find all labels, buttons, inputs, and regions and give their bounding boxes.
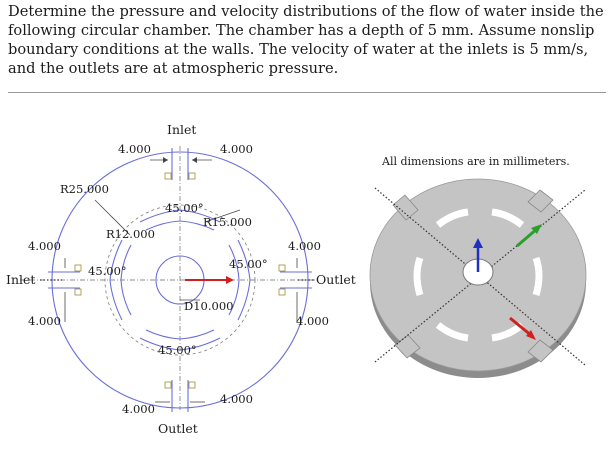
dim-left-bottom: 4.000 [28, 314, 61, 328]
angle-top-label: 45.00° [165, 201, 204, 215]
problem-line-2: following circular chamber. The chamber … [8, 22, 595, 39]
diameter-10-label: D10.000 [184, 299, 233, 313]
slot-top [139, 209, 221, 223]
problem-line-1: Determine the pressure and velocity dist… [8, 3, 604, 20]
angle-bottom-label: 45.00° [158, 343, 197, 357]
port-bottom [171, 380, 189, 412]
dim-bottom-right: 4.000 [220, 392, 253, 406]
radius-15-label: R15.000 [203, 215, 252, 229]
outlet-bottom-label: Outlet [158, 421, 198, 436]
divider [8, 92, 606, 93]
dim-right-top: 4.000 [288, 239, 321, 253]
problem-line-3: boundary conditions at the walls. The ve… [8, 41, 589, 58]
problem-line-4: and the outlets are at atmospheric press… [8, 60, 339, 77]
dim-left-top: 4.000 [28, 239, 61, 253]
dim-bottom-left: 4.000 [122, 402, 155, 416]
outlet-right-label: Outlet [316, 272, 356, 287]
angle-right-label: 45.00° [229, 257, 268, 271]
model-3d [369, 178, 587, 378]
slot-left [109, 239, 123, 321]
units-note: All dimensions are in millimeters. [381, 155, 570, 168]
inlet-top-label: Inlet [167, 122, 196, 137]
problem-statement: Determine the pressure and velocity dist… [8, 2, 608, 78]
angle-left-label: 45.00° [88, 264, 127, 278]
radius-12-label: R12.000 [106, 227, 155, 241]
slot-right [237, 239, 251, 321]
dim-top-left: 4.000 [118, 142, 151, 156]
port-right [280, 271, 312, 289]
inlet-left-label: Inlet [6, 272, 35, 287]
port-top [171, 148, 189, 180]
sketch-drawing: Inlet Inlet Outlet Outlet 4.000 4.000 4.… [6, 122, 356, 436]
x-axis-arrow-3d [509, 316, 533, 338]
radius-25-label: R25.000 [60, 182, 109, 196]
dim-right-bottom: 4.000 [296, 314, 329, 328]
slot-bottom [139, 337, 221, 351]
dim-top-right: 4.000 [220, 142, 253, 156]
port-left [48, 271, 80, 289]
